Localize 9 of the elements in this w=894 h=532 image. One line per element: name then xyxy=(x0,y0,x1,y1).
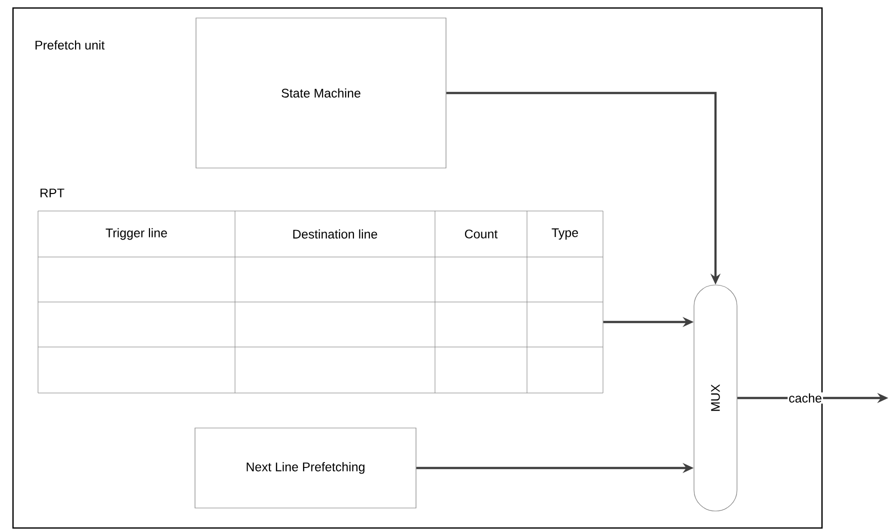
column-header: Trigger line xyxy=(106,228,167,240)
column-header: Destination line xyxy=(293,229,378,239)
node-label: RPT xyxy=(40,188,64,198)
edge-label: cache xyxy=(788,392,823,404)
column-header: Count xyxy=(464,230,498,238)
process-box: State Machine xyxy=(196,18,446,168)
process-box: Next Line Prefetching xyxy=(194,428,416,508)
column-header: Type xyxy=(552,228,578,240)
mux-block: MUX xyxy=(694,284,738,512)
